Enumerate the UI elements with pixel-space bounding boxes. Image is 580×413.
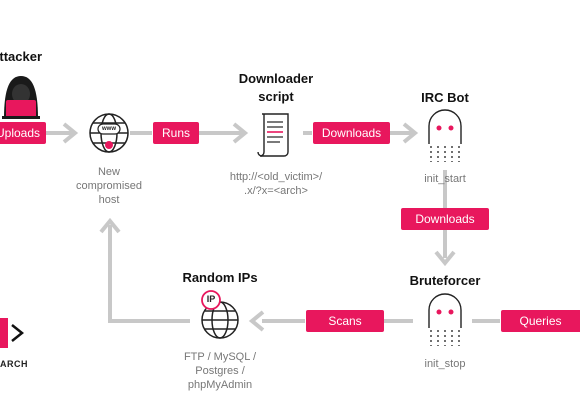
random-ips-title: Random IPs: [182, 270, 258, 285]
arrow-return-line: [108, 225, 190, 323]
scans-label: Scans: [306, 310, 384, 332]
bruteforcer-ghost-icon: [428, 293, 462, 346]
logo-chevron-icon: [11, 324, 25, 342]
uploads-label: Uploads: [0, 122, 46, 144]
ip-badge: IP: [206, 294, 216, 304]
attacker-title: Attacker: [0, 49, 43, 64]
queries-label: Queries: [501, 310, 580, 332]
www-badge: www: [101, 126, 116, 132]
downloader-title: Downloader script: [238, 71, 314, 104]
bruteforcer-state: init_stop: [424, 358, 466, 370]
irc-bot-state: init_start: [424, 173, 466, 185]
bot-ghost-icon: [428, 109, 462, 162]
logo-text: ARCH: [0, 359, 28, 369]
bruteforcer-title: Bruteforcer: [409, 273, 481, 288]
runs-label: Runs: [153, 122, 199, 144]
random-ips-targets: FTP / MySQL / Postgres / phpMyAdmin: [183, 351, 257, 391]
irc-bot-title: IRC Bot: [421, 90, 469, 105]
globe-ip-icon: [201, 290, 239, 339]
globe-www-icon: [89, 113, 129, 153]
new-host-label: New compromised host: [75, 166, 143, 206]
downloader-url: http://<old_victim>/ .x/?x=<arch>: [229, 171, 323, 197]
downloads-label-2: Downloads: [401, 208, 489, 230]
logo-mark: [0, 318, 8, 348]
downloads-label-1: Downloads: [313, 122, 390, 144]
script-scroll-icon: [257, 113, 289, 157]
hacker-icon: [2, 76, 40, 119]
